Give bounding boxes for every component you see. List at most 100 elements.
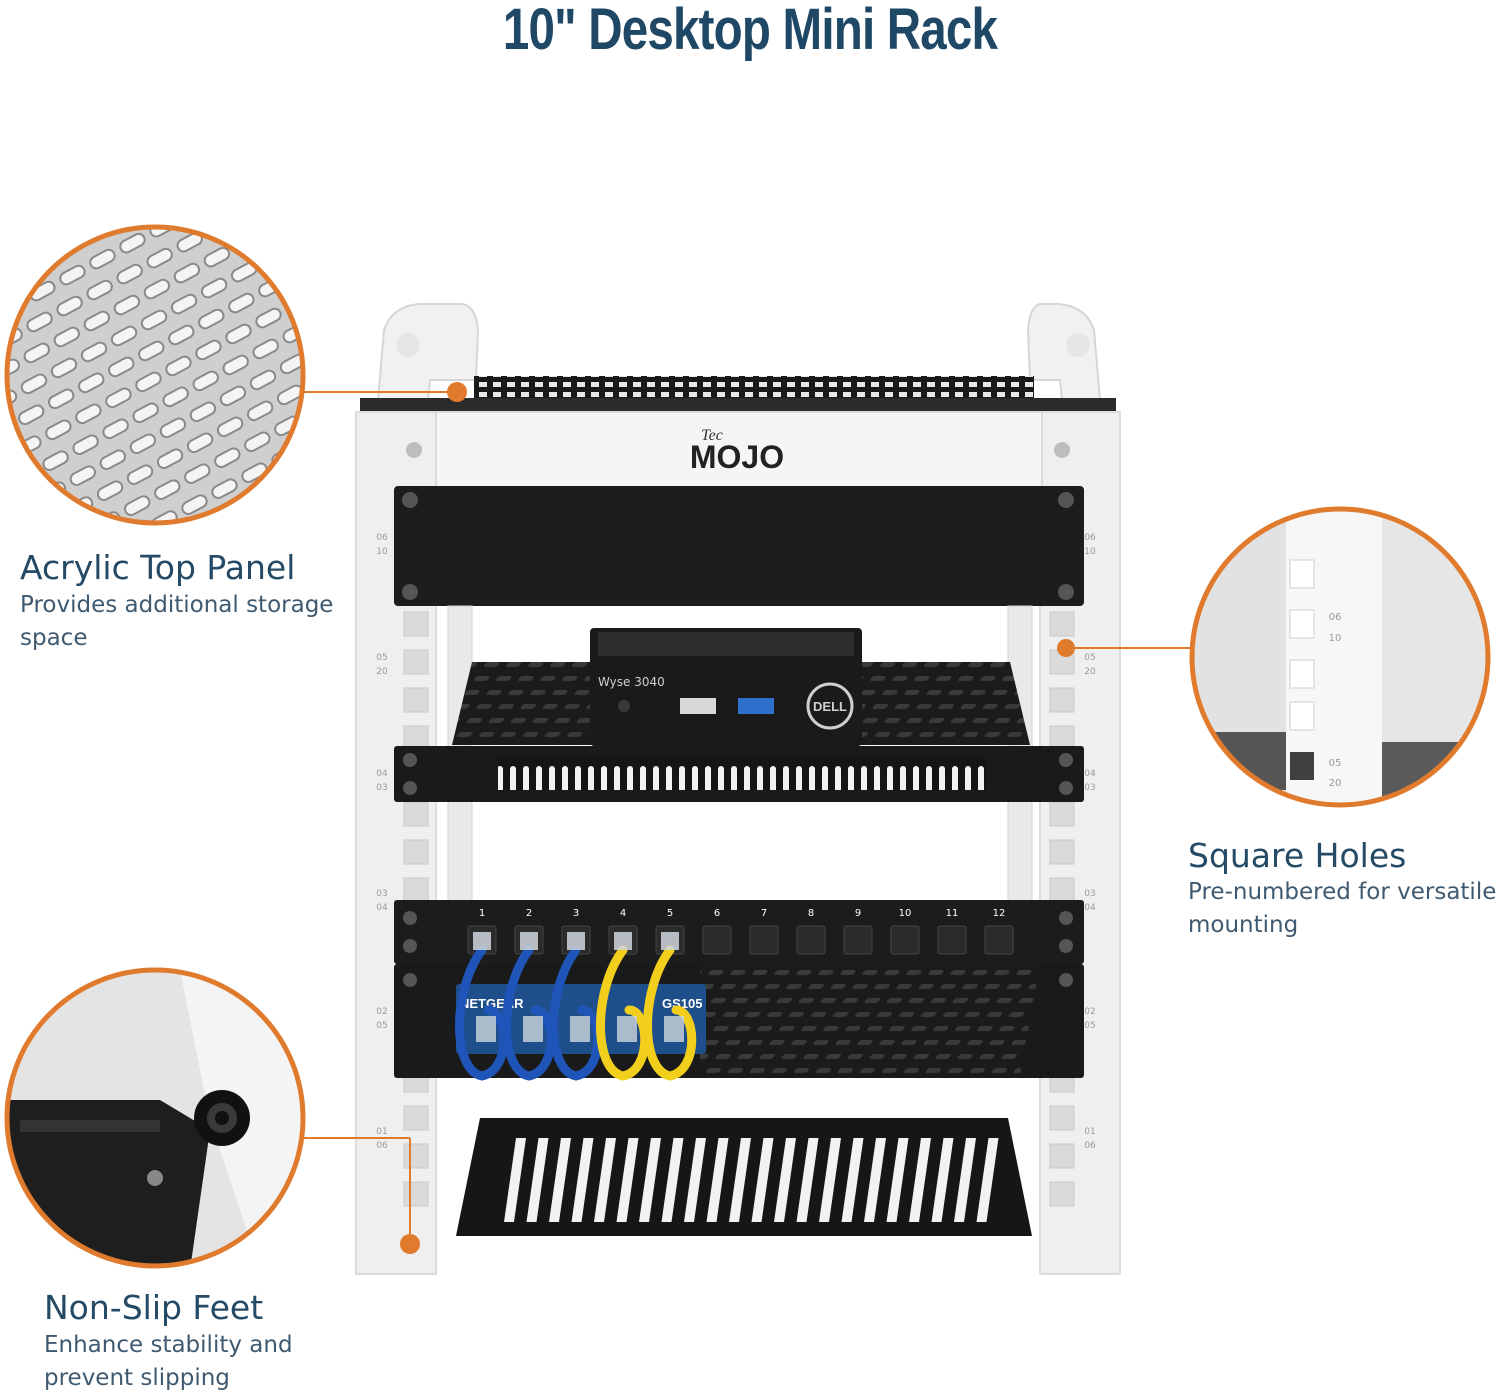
vent-slot [886,1138,909,1222]
svg-text:10: 10 [1329,633,1342,644]
perforation [170,293,198,315]
perforation [7,358,20,380]
vent-slot [931,1138,954,1222]
feet-desc-line2: prevent slipping [44,1365,230,1391]
port-number: 10 [899,908,912,919]
perforation [78,372,105,394]
perforation [0,250,2,273]
thin-client [590,628,862,746]
perforation [63,526,92,549]
port-number: 12 [993,908,1006,919]
perforation [268,477,295,498]
patch-port [749,925,779,955]
perforation [113,294,141,316]
perforation [301,430,303,452]
rack-unit-number: 10 [1084,547,1096,557]
perforation [124,170,153,193]
square-hole [403,1143,429,1169]
perforation [327,444,356,467]
rack-unit-number: 03 [1084,783,1095,793]
rj45-connector [570,1016,590,1042]
vent-slot [549,1138,571,1222]
bottom-shelf [456,1118,1032,1236]
square-hole [1049,1181,1075,1207]
perforation [186,432,214,454]
brand-logo: MOJO [690,439,784,475]
perforation [181,494,208,515]
dell-logo: DELL [813,699,847,714]
perforation [42,450,69,471]
perforation [156,448,184,470]
square-hole [403,877,429,903]
rack-unit-labels: 0610061005200520040304030304030402050205… [376,533,1096,1151]
perforation [235,199,264,222]
perforation [12,466,39,487]
rack-unit-number: 03 [376,783,387,793]
vent-slot [909,1138,931,1222]
perforation [116,263,143,285]
perforation [119,232,146,254]
perforation [214,122,243,145]
top-panel-callout [0,121,467,549]
perforation [83,310,111,332]
perforation [241,462,268,484]
perforation [126,464,154,485]
vent-slot [661,1138,684,1222]
perforation [110,325,138,347]
square-hole [1049,611,1075,637]
vent-slot [751,1138,774,1222]
ethernet-cable [455,945,509,1081]
vent-slots [498,756,986,790]
rack-unit-number: 02 [1084,1007,1095,1017]
perforation [64,202,93,225]
perforation [168,324,195,346]
top-panel-marker [447,382,467,402]
rack-unit-number: 10 [376,547,388,557]
perforation [189,401,217,423]
patch-port [702,925,732,955]
perforation [206,227,233,237]
perforation [7,265,29,287]
perforation [69,465,96,486]
vent-slot [954,1138,976,1222]
perforation [249,369,277,391]
top-panel-heading: Acrylic Top Panel [20,548,296,587]
perforation [271,121,300,144]
perforation [198,308,225,330]
perforation [320,213,349,236]
square-hole [1049,801,1075,827]
rack-top [360,303,1116,412]
perforation [165,355,192,377]
perforation [26,311,53,333]
rack-unit-number: 05 [1084,1021,1095,1031]
perforation [177,524,206,547]
perforation [18,404,45,426]
perforation [89,248,116,270]
perforation [260,245,288,267]
rack-unit-number: 05 [376,653,387,663]
perforation [225,323,252,345]
perforation [132,402,159,424]
perforation [138,340,165,362]
perforation [129,433,157,455]
vent-slot [526,1138,549,1222]
ethernet-cable [643,945,697,1081]
acrylic-top-panel [360,398,1116,412]
vent-slot [841,1138,864,1222]
square-hole [403,611,429,637]
perforation [333,382,362,405]
port-number: 3 [573,908,579,919]
perforation [96,480,124,501]
square-holes-desc-line2: mounting [1188,912,1299,938]
rj45-connector [617,1016,637,1042]
square-hole [403,687,429,713]
perforation [311,306,340,329]
brand-plate [435,411,1043,491]
rj45-connector [661,932,679,950]
perforation [36,512,64,523]
perforation [244,431,271,453]
square-hole [403,1105,429,1131]
rack-unit-number: 06 [376,533,388,543]
port-number: 1 [479,908,485,919]
perforation [178,200,207,223]
